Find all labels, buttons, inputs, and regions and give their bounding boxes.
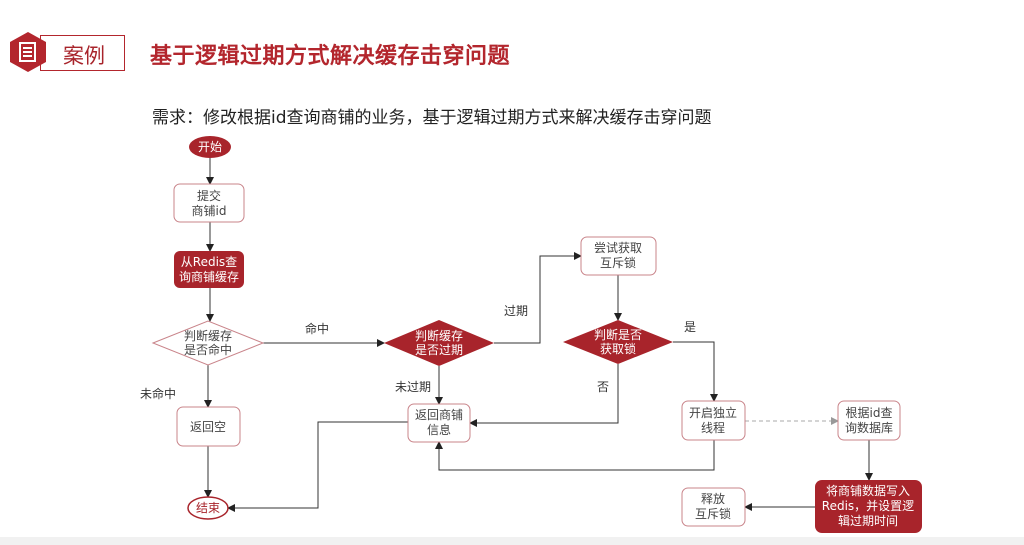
svg-text:询数据库: 询数据库: [845, 420, 893, 435]
node-redis-query: 从Redis查 询商铺缓存: [174, 251, 244, 288]
node-write-redis: 将商铺数据写入 Redis，并设置逻 辑过期时间: [815, 480, 922, 533]
svg-text:是否过期: 是否过期: [415, 343, 463, 357]
svg-text:开启独立: 开启独立: [689, 405, 737, 420]
svg-text:尝试获取: 尝试获取: [594, 240, 642, 255]
svg-text:信息: 信息: [427, 422, 451, 437]
svg-text:将商铺数据写入: 将商铺数据写入: [826, 483, 910, 498]
svg-text:获取锁: 获取锁: [600, 341, 636, 356]
node-submit: 提交 商铺id: [173, 183, 245, 223]
svg-text:返回空: 返回空: [190, 420, 226, 434]
page-title: 基于逻辑过期方式解决缓存击穿问题: [150, 44, 511, 69]
svg-text:结束: 结束: [196, 501, 220, 515]
node-check-hit: 判断缓存 是否命中: [151, 320, 265, 366]
svg-text:互斥锁: 互斥锁: [600, 255, 636, 270]
node-check-expired: 判断缓存 是否过期: [384, 320, 494, 366]
node-query-db: 根据id查 询数据库: [837, 400, 901, 441]
label-not-expired: 未过期: [395, 380, 431, 394]
edge-thread-info: [435, 440, 715, 471]
bottom-strip: [0, 537, 1024, 545]
svg-text:判断是否: 判断是否: [594, 327, 642, 342]
svg-text:互斥锁: 互斥锁: [695, 506, 731, 521]
edge-info-end: [227, 421, 408, 512]
label-yes: 是: [684, 320, 696, 334]
requirement-text: 需求：修改根据id查询商铺的业务，基于逻辑过期方式来解决缓存击穿问题: [152, 108, 712, 128]
edge-yes: [673, 341, 718, 402]
svg-text:判断缓存: 判断缓存: [415, 328, 463, 343]
node-start: 开始: [189, 136, 231, 158]
svg-text:开始: 开始: [198, 140, 222, 154]
label-expired: 过期: [504, 304, 528, 318]
node-start-thread: 开启独立 线程: [681, 400, 746, 441]
svg-text:询商铺缓存: 询商铺缓存: [179, 269, 239, 284]
node-end: 结束: [187, 496, 229, 520]
node-return-info: 返回商铺 信息: [407, 403, 471, 443]
label-no: 否: [597, 380, 609, 394]
label-miss: 未命中: [140, 386, 176, 401]
svg-text:释放: 释放: [701, 491, 725, 506]
node-release-lock: 释放 互斥锁: [681, 487, 746, 527]
edge-no: [469, 364, 619, 427]
edge-expired: [494, 252, 582, 344]
svg-text:判断缓存: 判断缓存: [184, 328, 232, 343]
svg-text:辑过期时间: 辑过期时间: [838, 514, 898, 528]
svg-text:商铺id: 商铺id: [192, 203, 227, 218]
svg-text:根据id查: 根据id查: [846, 406, 893, 420]
svg-text:是否命中: 是否命中: [184, 342, 232, 357]
case-badge-label: 案例: [63, 44, 105, 68]
svg-text:线程: 线程: [701, 420, 725, 435]
node-return-empty: 返回空: [176, 406, 241, 447]
case-badge: 案例: [40, 35, 125, 71]
case-icon: [10, 32, 46, 72]
svg-text:从Redis查: 从Redis查: [181, 255, 237, 269]
svg-text:返回商铺: 返回商铺: [415, 407, 463, 422]
node-try-lock: 尝试获取 互斥锁: [580, 236, 657, 276]
node-check-lock: 判断是否 获取锁: [563, 320, 673, 364]
label-hit: 命中: [305, 321, 329, 336]
svg-text:Redis，并设置逻: Redis，并设置逻: [822, 499, 914, 513]
svg-text:提交: 提交: [197, 188, 221, 203]
